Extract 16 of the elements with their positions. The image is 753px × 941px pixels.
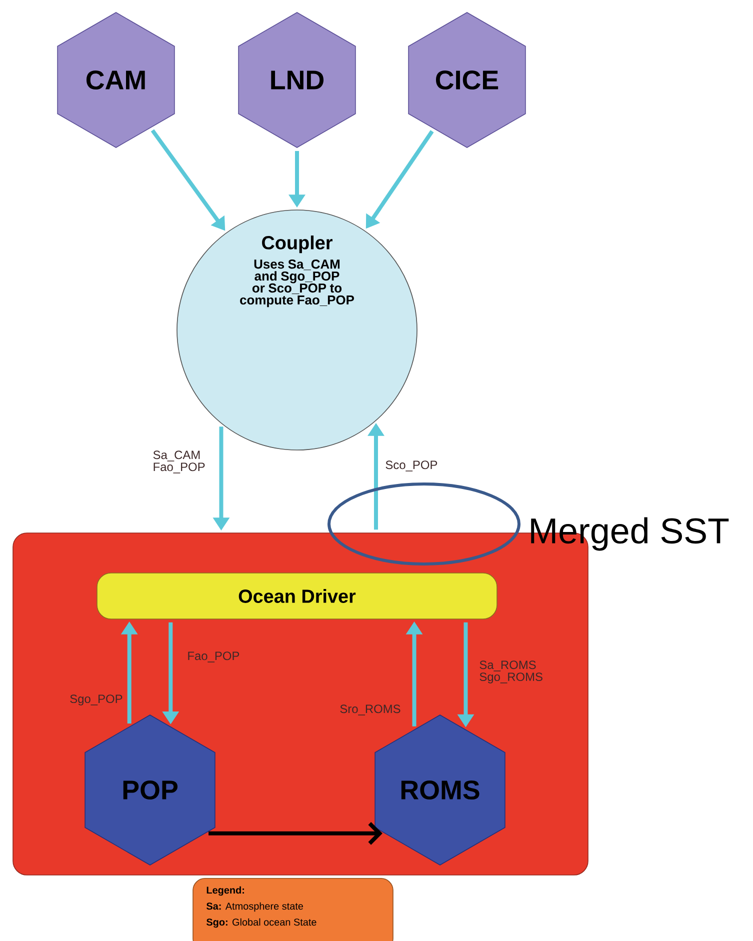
hexagon-node: CICE (408, 12, 526, 148)
hexagon-node: CAM (57, 12, 175, 148)
hexagon-node: ROMS (374, 714, 506, 866)
edge-label: Sa_ROMS Sgo_ROMS (480, 660, 542, 684)
hexagon-node: LND (238, 12, 356, 148)
arrow (208, 822, 382, 845)
legend-box: Legend: Sa: Atmosphere state Sgo: Global ocean State (192, 878, 394, 941)
edge-label: Sco_POP (386, 460, 438, 472)
edge-label: Sro_ROMS (340, 704, 400, 716)
edge-label: Sa_CAM Fao_POP (153, 450, 205, 474)
edge-label: Sgo_POP (70, 694, 122, 706)
edge-label: Fao_POP (188, 652, 240, 662)
circle-node: Coupler Uses Sa_CAM and Sgo_POP or Sco_POP to compute Fao_POP (176, 210, 418, 450)
hexagon-node: POP (84, 714, 216, 866)
driver-box: Ocean Driver (96, 572, 498, 620)
callout-text: Merged SST (531, 517, 729, 551)
